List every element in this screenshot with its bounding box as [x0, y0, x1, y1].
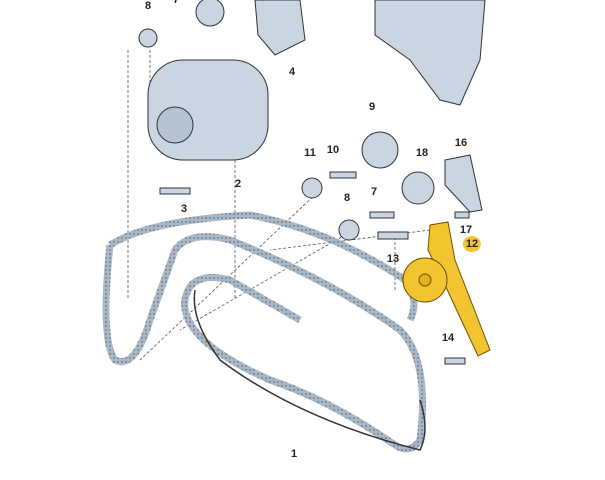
cap-8-top [138, 28, 158, 48]
belt-outer [102, 233, 426, 453]
bracket-16 [444, 154, 483, 213]
label-9: 9 [368, 101, 376, 113]
label-2: 2 [234, 178, 242, 190]
bolt-13 [377, 231, 409, 240]
bolt-7 [369, 211, 395, 219]
label-8-top: 8 [144, 0, 152, 12]
label-12-highlighted: 12 [462, 236, 482, 252]
label-4: 4 [288, 66, 296, 78]
label-7-top: 7 [172, 0, 180, 6]
bolt-10 [329, 171, 357, 179]
label-17: 17 [459, 224, 473, 236]
label-14: 14 [441, 332, 455, 344]
label-7: 7 [370, 186, 378, 198]
label-16: 16 [454, 137, 468, 149]
label-3: 3 [180, 203, 188, 215]
label-13: 13 [386, 253, 400, 265]
tensioner-12 [402, 221, 491, 357]
pulley-18 [401, 171, 435, 205]
bolt-14 [444, 357, 466, 365]
cap-8 [338, 219, 360, 241]
label-8: 8 [343, 192, 351, 204]
bolt-17 [454, 211, 470, 219]
bolt-3 [159, 187, 191, 195]
cap-11 [301, 177, 323, 199]
label-18: 18 [415, 147, 429, 159]
bracket-4 [254, 0, 306, 56]
label-11: 11 [304, 147, 316, 159]
label-1: 1 [290, 448, 298, 460]
bracket-right [374, 0, 486, 106]
pulley-top [195, 0, 225, 27]
belt-lower [193, 289, 426, 451]
label-10: 10 [326, 144, 340, 156]
pulley-9 [361, 131, 399, 169]
